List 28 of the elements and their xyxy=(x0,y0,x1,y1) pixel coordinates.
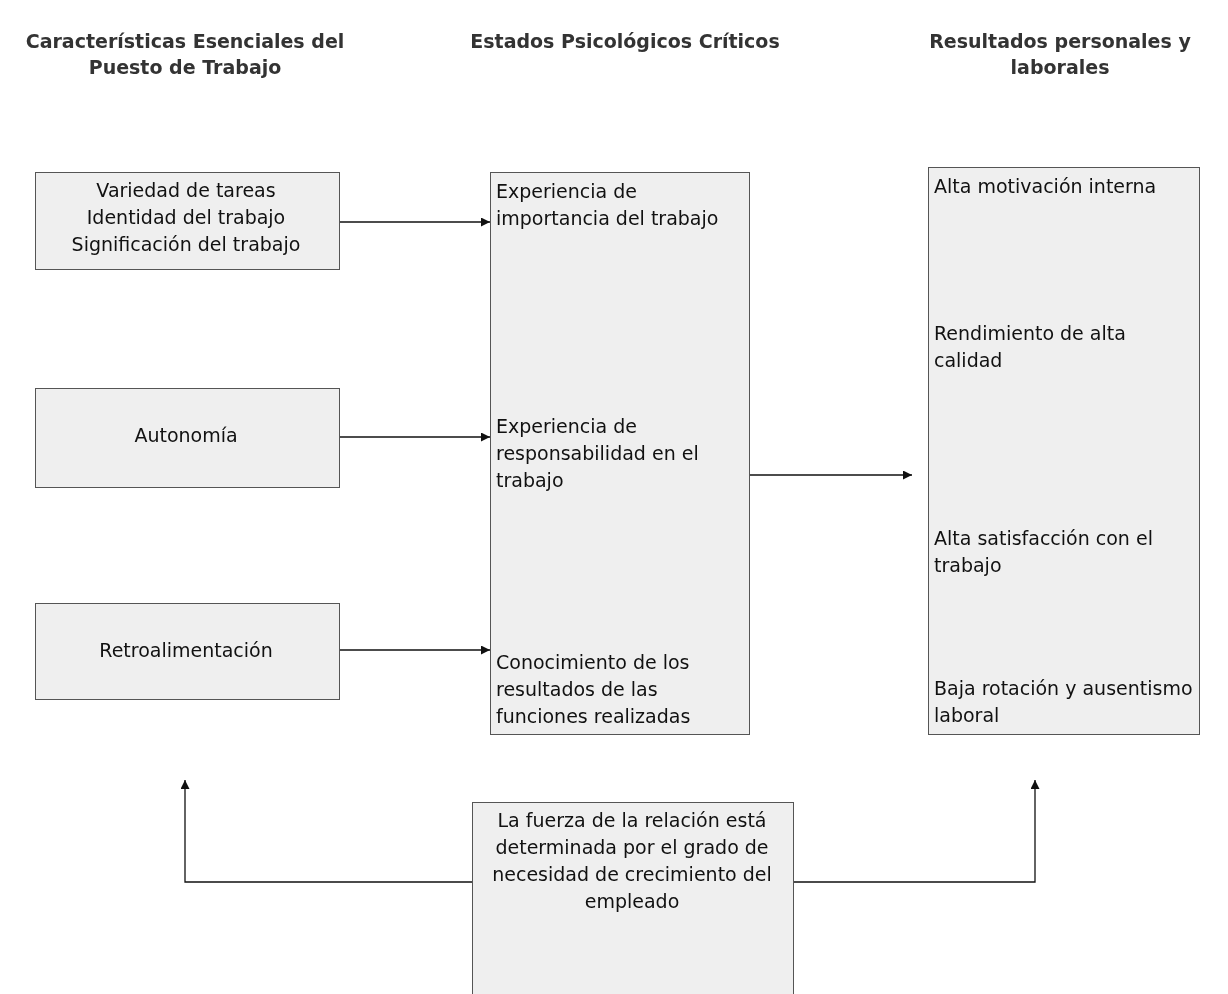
box-text: Rendimiento de alta calidad xyxy=(934,321,1127,373)
box-text: Baja rotación y ausentismo laboral xyxy=(934,676,1194,728)
state-box xyxy=(490,172,750,735)
arrow xyxy=(793,779,1040,883)
box-text: La fuerza de la relación está determinada por el grado de necesidad de crecimiento del empleado xyxy=(491,808,773,914)
column-heading: Estados Psicológicos Críticos xyxy=(469,29,781,54)
arrow xyxy=(339,217,491,227)
moderator-box xyxy=(472,802,794,994)
box-text: Alta satisfacción con el trabajo xyxy=(934,526,1154,578)
box-text: Variedad de tareas xyxy=(95,178,277,203)
box-text: Retroalimentación xyxy=(98,638,274,663)
arrow xyxy=(180,779,473,883)
box-text: Identidad del trabajo xyxy=(85,205,287,230)
arrow xyxy=(749,470,913,480)
column-heading: Características Esenciales del Puesto de Trabajo xyxy=(24,29,346,80)
box-text: Conocimiento de los resultados de las funciones realizadas xyxy=(496,650,692,729)
box-text: Experiencia de importancia del trabajo xyxy=(496,179,720,231)
arrow xyxy=(339,432,491,442)
arrow xyxy=(339,645,491,655)
column-heading: Resultados personales y laborales xyxy=(928,29,1192,80)
feature-box xyxy=(35,603,340,700)
feature-box xyxy=(35,172,340,270)
box-text: Significación del trabajo xyxy=(70,232,302,257)
feature-box xyxy=(35,388,340,488)
box-text: Alta motivación interna xyxy=(934,174,1158,199)
box-text: Autonomía xyxy=(133,423,239,448)
box-text: Experiencia de responsabilidad en el trabajo xyxy=(496,414,700,493)
outcome-box xyxy=(928,167,1200,735)
